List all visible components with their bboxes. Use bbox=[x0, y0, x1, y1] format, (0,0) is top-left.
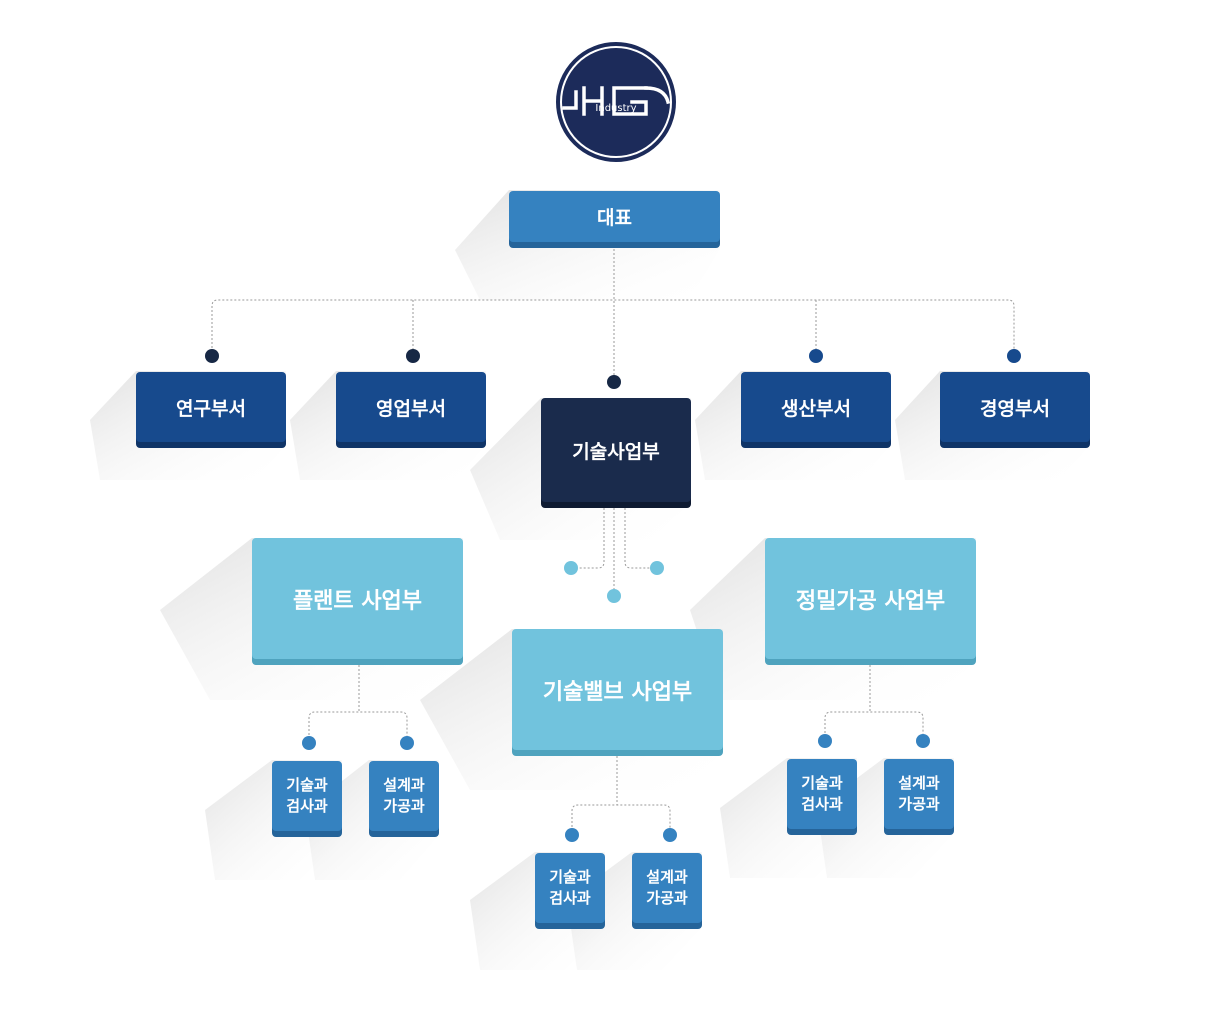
connector-dot bbox=[818, 734, 832, 748]
ceo-node: 대표 bbox=[509, 191, 720, 242]
precision-division-label: 정밀가공 사업부 bbox=[795, 588, 946, 614]
plant-team-label: 기술과 검사과 bbox=[286, 776, 328, 815]
sales-dept-label: 영업부서 bbox=[376, 397, 446, 420]
tech-division-label: 기술사업부 bbox=[572, 440, 660, 463]
plant-team-node: 기술과 검사과 bbox=[272, 761, 342, 831]
connector-dot bbox=[564, 561, 578, 575]
connector-line bbox=[624, 508, 657, 569]
research-dept-label: 연구부서 bbox=[176, 397, 246, 420]
ceo-label: 대표 bbox=[597, 207, 632, 229]
connector-line bbox=[824, 711, 924, 741]
connector-dot bbox=[565, 828, 579, 842]
connector-line bbox=[308, 711, 408, 743]
connector-line bbox=[571, 804, 671, 835]
valve-team-label: 기술과 검사과 bbox=[549, 868, 591, 907]
connector-dot bbox=[607, 375, 621, 389]
precision-division-node: 정밀가공 사업부 bbox=[765, 538, 976, 659]
connector-dot bbox=[809, 349, 823, 363]
connector-line bbox=[571, 508, 605, 569]
plant-team-node: 설계과 가공과 bbox=[369, 761, 439, 831]
valve-team-label: 설계과 가공과 bbox=[646, 868, 688, 907]
production-dept-node: 생산부서 bbox=[741, 372, 891, 442]
precision-team-label: 설계과 가공과 bbox=[898, 774, 940, 813]
connector-dot bbox=[400, 736, 414, 750]
connector-dot bbox=[406, 349, 420, 363]
connector-dot bbox=[650, 561, 664, 575]
tech-division-node: 기술사업부 bbox=[541, 398, 691, 502]
precision-team-node: 기술과 검사과 bbox=[787, 759, 857, 829]
logo-caption: Industry bbox=[595, 103, 637, 114]
valve-team-node: 기술과 검사과 bbox=[535, 853, 605, 923]
valve-division-node: 기술밸브 사업부 bbox=[512, 629, 723, 750]
precision-team-node: 설계과 가공과 bbox=[884, 759, 954, 829]
connector-dot bbox=[663, 828, 677, 842]
connector-dot bbox=[916, 734, 930, 748]
precision-team-label: 기술과 검사과 bbox=[801, 774, 843, 813]
connector-dot bbox=[205, 349, 219, 363]
management-dept-label: 경영부서 bbox=[980, 397, 1050, 420]
plant-division-label: 플랜트 사업부 bbox=[292, 588, 423, 614]
connector-dot bbox=[302, 736, 316, 750]
plant-division-node: 플랜트 사업부 bbox=[252, 538, 463, 659]
connector-dot bbox=[607, 589, 621, 603]
connector-dot bbox=[1007, 349, 1021, 363]
production-dept-label: 생산부서 bbox=[781, 397, 851, 420]
valve-division-label: 기술밸브 사업부 bbox=[542, 679, 693, 705]
plant-team-label: 설계과 가공과 bbox=[383, 776, 425, 815]
management-dept-node: 경영부서 bbox=[940, 372, 1090, 442]
valve-team-node: 설계과 가공과 bbox=[632, 853, 702, 923]
company-logo bbox=[556, 42, 676, 162]
sales-dept-node: 영업부서 bbox=[336, 372, 486, 442]
connector-line bbox=[211, 299, 1015, 356]
research-dept-node: 연구부서 bbox=[136, 372, 286, 442]
